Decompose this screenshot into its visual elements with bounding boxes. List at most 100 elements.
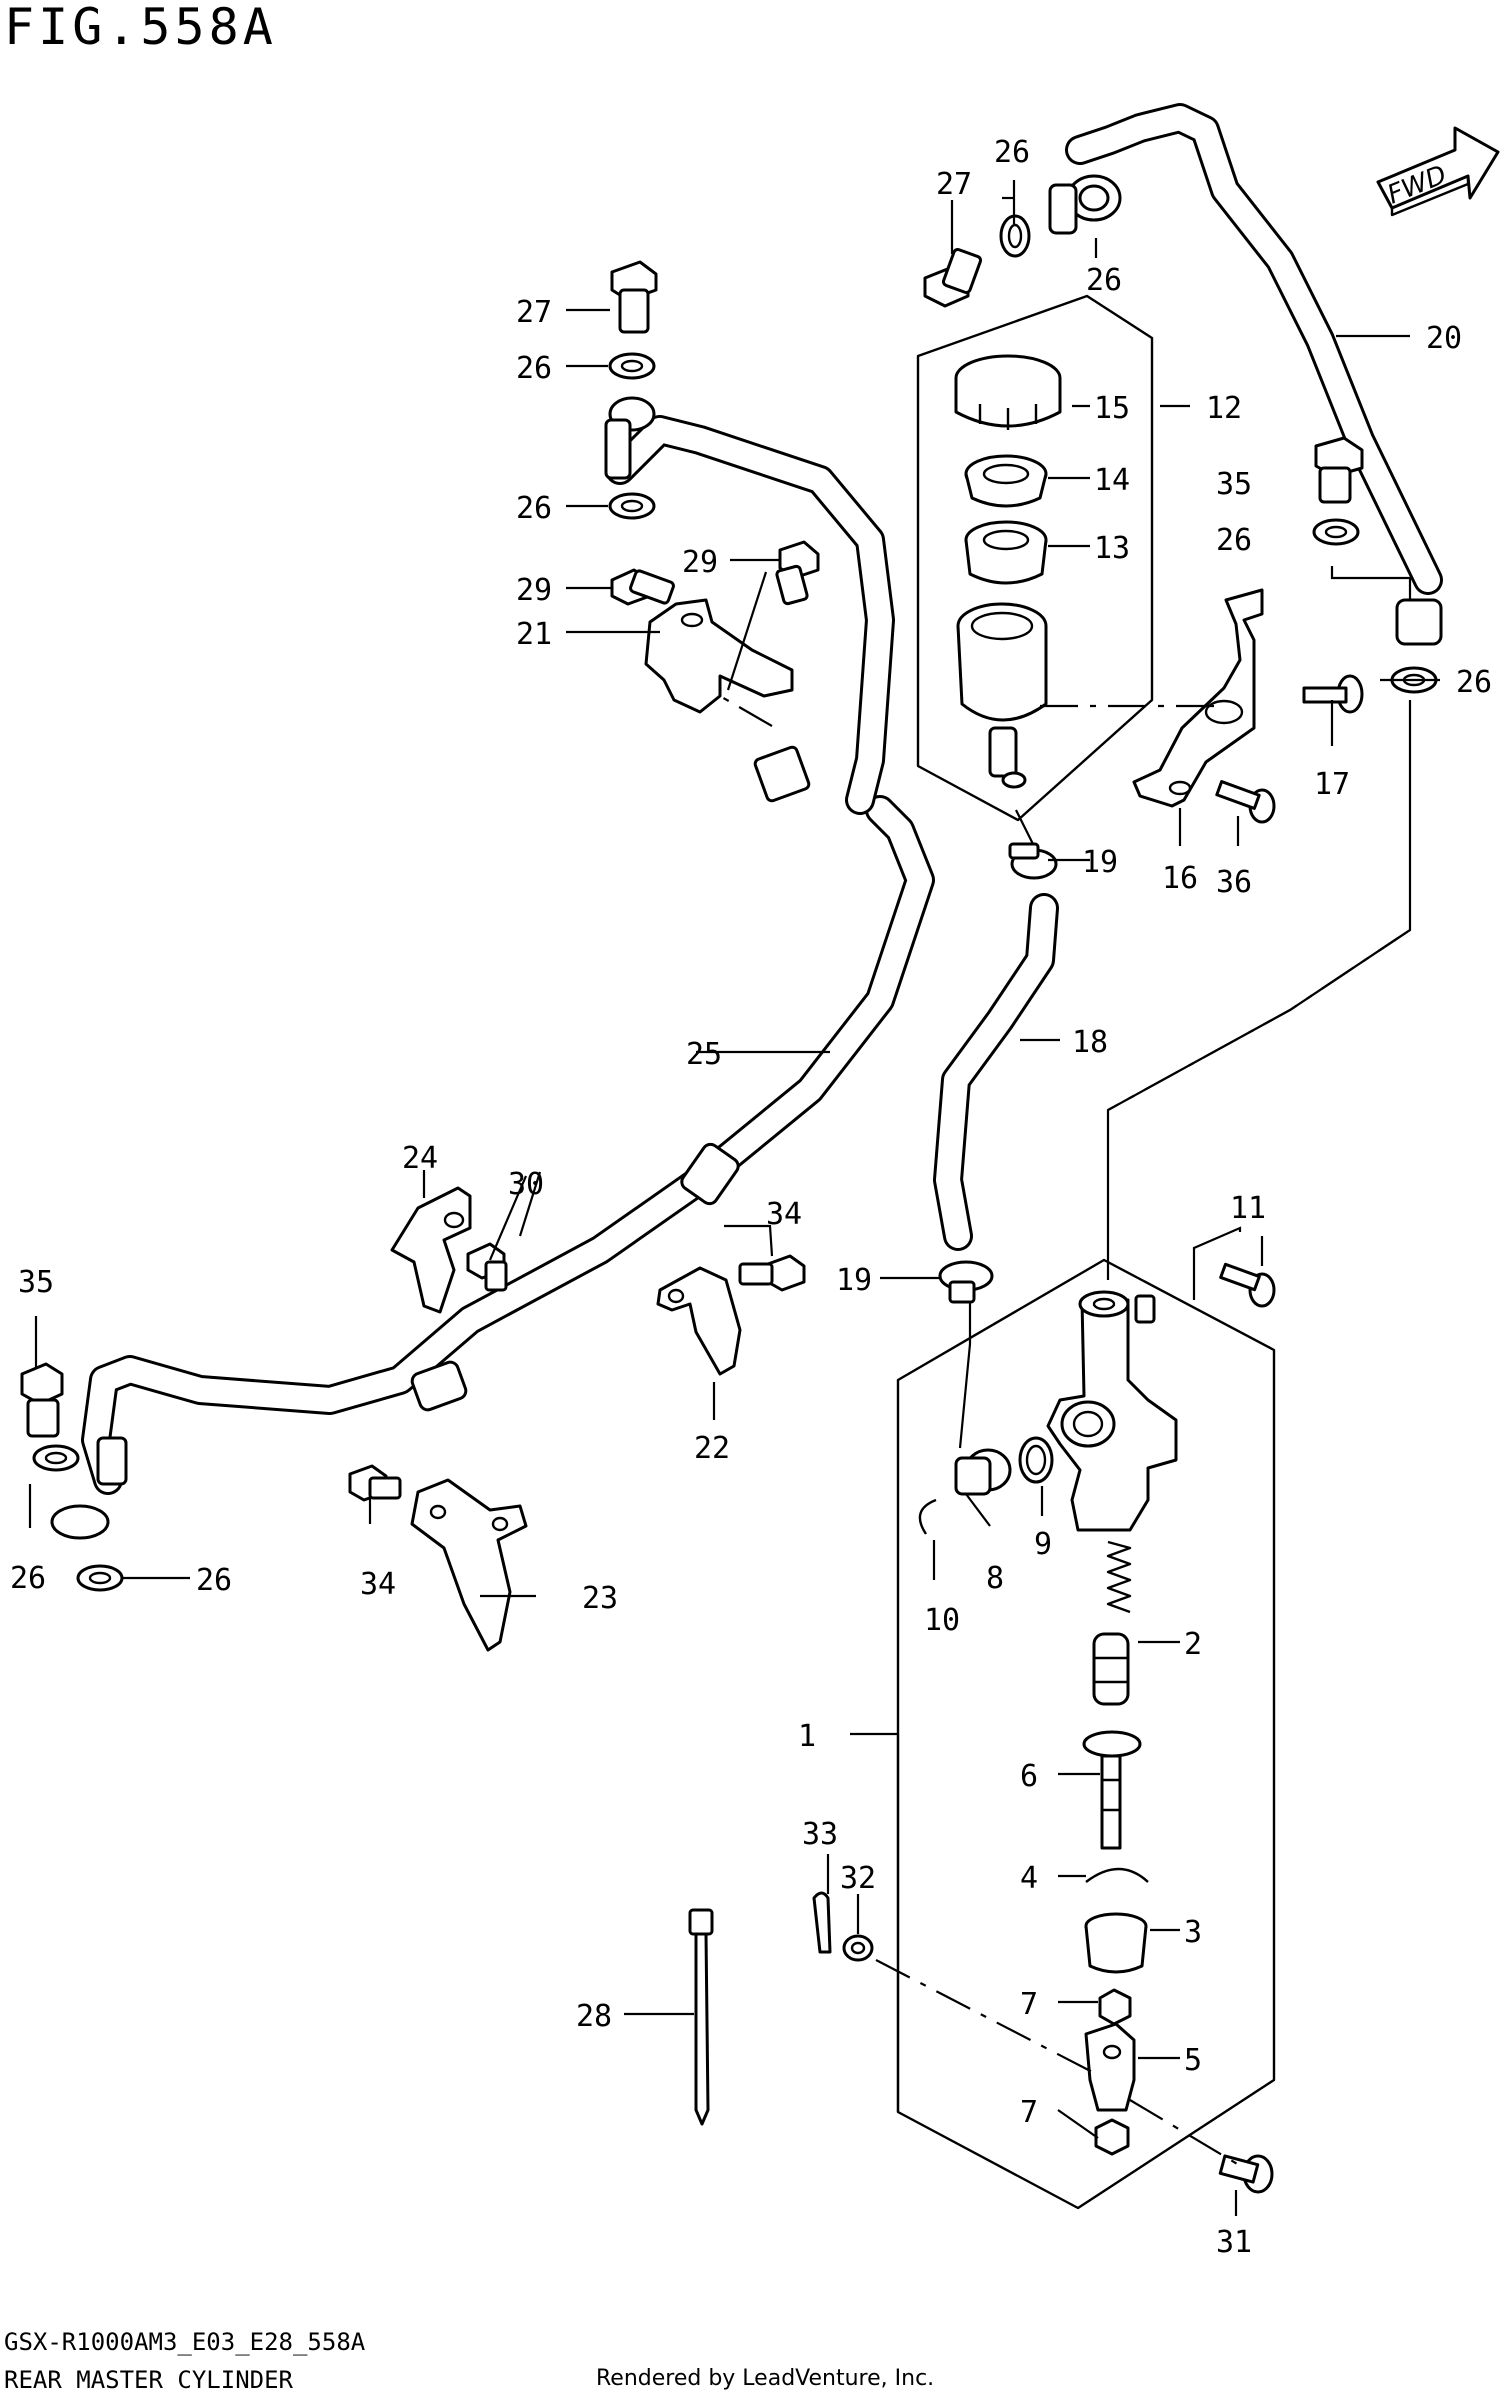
- pushrod-6: [1082, 1730, 1142, 1850]
- callout-35-left: 35: [18, 1265, 54, 1300]
- bolt-35-right: [1314, 436, 1364, 504]
- screw-36: [1215, 780, 1276, 824]
- callout-30: 30: [508, 1167, 544, 1202]
- circlip-10: [918, 1498, 937, 1535]
- callout-29-b: 29: [682, 545, 718, 580]
- callout-6: 6: [1020, 1759, 1038, 1794]
- nut-7-lower: [1094, 2118, 1130, 2156]
- cotter-pin-33: [812, 1891, 832, 1954]
- callout-32: 32: [840, 1861, 876, 1896]
- master-cylinder-body: [1046, 1290, 1178, 1532]
- washer-26-right-a: [1312, 518, 1360, 546]
- bracket-22: [656, 1266, 742, 1376]
- callout-labels: 15 12 14 13 20 26 26 27 27 26 26 29 29 2…: [10, 135, 1492, 2260]
- nut-7-upper: [1098, 1988, 1132, 2026]
- hose-25-upper-fitting: [604, 396, 895, 815]
- circlip-4: [1085, 1867, 1149, 1883]
- callout-34-lower: 34: [360, 1567, 396, 1602]
- diaphragm-plate-14: [964, 454, 1048, 508]
- clevis-5: [1084, 2022, 1136, 2112]
- callout-11: 11: [1230, 1191, 1266, 1226]
- callout-18: 18: [1072, 1025, 1108, 1060]
- spring-2: [1092, 1540, 1132, 1706]
- reservoir-cap-15: [954, 354, 1062, 430]
- callout-5: 5: [1184, 2043, 1202, 2078]
- bolt-29-a: [610, 568, 675, 606]
- screw-11: [1219, 1262, 1276, 1308]
- callout-26-left-b: 26: [516, 491, 552, 526]
- model-code: GSX-R1000AM3_E03_E28_558A: [4, 2328, 366, 2356]
- callout-3: 3: [1184, 1915, 1202, 1950]
- bolt-27-top-right: [923, 247, 983, 308]
- callout-25: 25: [686, 1037, 722, 1072]
- callout-24: 24: [402, 1141, 438, 1176]
- screw-17: [1302, 674, 1364, 714]
- callout-26-right-a: 26: [1216, 523, 1252, 558]
- callout-33: 33: [802, 1817, 838, 1852]
- callout-19-lower: 19: [836, 1263, 872, 1298]
- washer-26-left-b: [608, 492, 656, 520]
- leader-lines: [28, 180, 1440, 2216]
- callout-2: 2: [1184, 1627, 1202, 1662]
- callout-12: 12: [1206, 391, 1242, 426]
- callout-27-left: 27: [516, 295, 552, 330]
- bracket-21: [644, 598, 794, 714]
- boot-3: [1084, 1912, 1148, 1974]
- callout-4: 4: [1020, 1861, 1038, 1896]
- callout-7-lower: 7: [1020, 2095, 1038, 2130]
- callout-28: 28: [576, 1999, 612, 2034]
- callout-29-a: 29: [516, 573, 552, 608]
- callout-1: 1: [798, 1719, 816, 1754]
- callout-7-upper: 7: [1020, 1987, 1038, 2022]
- fwd-arrow-icon: FWD: [1376, 126, 1500, 217]
- diaphragm-13: [964, 520, 1048, 585]
- callout-26-top-a: 26: [994, 135, 1030, 170]
- callout-13: 13: [1094, 531, 1130, 566]
- cable-tie-28: [688, 1908, 714, 2126]
- washer-32: [842, 1934, 874, 1962]
- fitting-8: [954, 1448, 1012, 1496]
- callout-21: 21: [516, 617, 552, 652]
- callout-19-upper: 19: [1082, 845, 1118, 880]
- rendered-by-credit: Rendered by LeadVenture, Inc.: [596, 2366, 935, 2391]
- diagram-caption: REAR MASTER CYLINDER: [4, 2366, 293, 2394]
- callout-10: 10: [924, 1603, 960, 1638]
- clevis-pin-31: [1218, 2154, 1274, 2194]
- callout-26-left-d: 26: [196, 1563, 232, 1598]
- callout-36: 36: [1216, 865, 1252, 900]
- bolt-30: [466, 1242, 508, 1292]
- callout-26-left-a: 26: [516, 351, 552, 386]
- callout-15: 15: [1094, 391, 1130, 426]
- callout-26-top-b: 26: [1086, 263, 1122, 298]
- hose-25: [50, 795, 935, 1540]
- callout-23: 23: [582, 1581, 618, 1616]
- callout-26-left-c: 26: [10, 1561, 46, 1596]
- callout-8: 8: [986, 1561, 1004, 1596]
- bolt-27-left: [610, 260, 658, 334]
- bolt-34-upper: [738, 1254, 806, 1292]
- washer-26-left-d: [76, 1564, 124, 1592]
- hose-20: [1048, 103, 1443, 646]
- bolt-35-left: [20, 1362, 64, 1438]
- callout-31: 31: [1216, 2225, 1252, 2260]
- reservoir-group-outline: [916, 294, 1154, 822]
- bracket-24: [390, 1186, 472, 1314]
- callout-22: 22: [694, 1431, 730, 1466]
- o-ring-9: [1018, 1436, 1054, 1484]
- clamp-19-upper: [1008, 842, 1058, 880]
- callout-9: 9: [1034, 1527, 1052, 1562]
- callout-27-top: 27: [936, 167, 972, 202]
- callout-14: 14: [1094, 463, 1130, 498]
- bracket-16: [1132, 588, 1264, 808]
- callout-35-right: 35: [1216, 467, 1252, 502]
- callout-16: 16: [1162, 861, 1198, 896]
- callout-20: 20: [1426, 321, 1462, 356]
- callout-34-upper: 34: [766, 1197, 802, 1232]
- callout-26-right-b: 26: [1456, 665, 1492, 700]
- washer-26-left-a: [608, 352, 656, 380]
- bracket-23: [410, 1478, 528, 1652]
- figure-title: FIG.558A: [4, 0, 277, 56]
- clamp-19-lower: [938, 1260, 994, 1304]
- bolt-34-lower: [348, 1464, 402, 1502]
